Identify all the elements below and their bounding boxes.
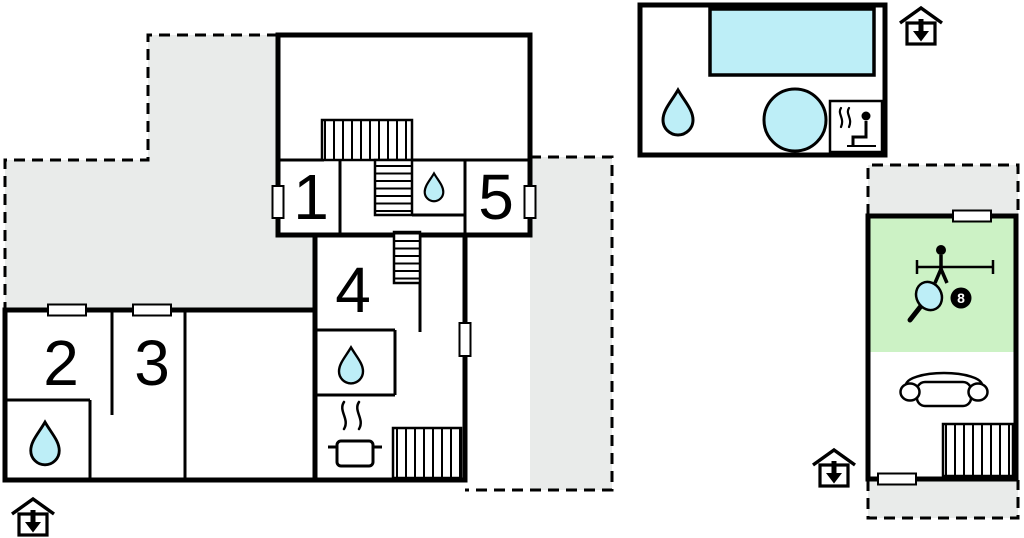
eight-ball-icon: 8 xyxy=(950,287,972,309)
paddle-handle xyxy=(907,303,924,323)
entrance-icon-main-house xyxy=(10,497,56,537)
terraces xyxy=(3,33,1020,520)
window-games-bottom xyxy=(877,472,917,486)
window-room1 xyxy=(271,185,285,219)
sofa-arm-right xyxy=(967,382,989,402)
foosball-icon xyxy=(915,245,995,284)
windows-main-house xyxy=(47,185,537,357)
window-room3 xyxy=(132,303,172,317)
steam-line xyxy=(341,400,347,431)
terrace-right xyxy=(530,157,612,490)
window-games-top xyxy=(952,209,992,223)
window-room5 xyxy=(523,185,537,219)
room-1-label: 1 xyxy=(293,161,329,233)
table-tennis-paddle-icon xyxy=(907,280,944,323)
room-5-label: 5 xyxy=(478,161,514,233)
terrace-games-top xyxy=(868,165,1018,218)
foosball-player-head xyxy=(936,245,946,255)
eight-ball xyxy=(950,287,972,309)
hot-tub xyxy=(762,87,828,153)
sauna-steam-line xyxy=(846,106,852,129)
staircase-games xyxy=(941,422,1015,478)
sauna-icon xyxy=(838,106,876,147)
steam-line xyxy=(356,400,362,431)
sauna-person-head xyxy=(861,111,871,121)
games-house: 8 xyxy=(865,209,1019,486)
swimming-pool xyxy=(708,7,876,77)
interior-walls xyxy=(7,158,528,478)
terrace-main xyxy=(5,35,315,310)
room-4-label: 4 xyxy=(335,254,371,326)
sofa-arm-left xyxy=(899,382,921,402)
pool-house xyxy=(637,2,888,158)
room-2-label: 2 xyxy=(43,327,79,399)
window-room4 xyxy=(458,322,472,357)
paddle-face xyxy=(914,280,944,312)
staircase-kitchen xyxy=(391,426,463,480)
sofa-seat xyxy=(915,380,973,408)
games-room-floor xyxy=(870,218,1014,352)
entrance-icon-games-house xyxy=(811,448,857,488)
pot xyxy=(335,439,375,468)
terrace-right-dashed-border xyxy=(465,155,614,492)
staircase-mid xyxy=(392,230,422,285)
foosball-player-leg xyxy=(933,268,943,284)
staircase-upper xyxy=(320,118,414,162)
sauna-steam-line xyxy=(838,106,844,129)
terrace-games-bottom-dashed-border xyxy=(866,480,1020,520)
sauna-room xyxy=(828,99,884,154)
sauna-person-body xyxy=(851,121,868,146)
terrace-games-top-dashed-border xyxy=(866,163,1020,215)
sofa-icon xyxy=(899,371,989,408)
foosball-player-leg xyxy=(939,268,949,284)
room-3-label: 3 xyxy=(134,327,170,399)
staircase-upper-turn xyxy=(373,158,414,217)
eight-ball-label: 8 xyxy=(957,290,965,306)
window-room2 xyxy=(47,303,87,317)
stove-icon xyxy=(328,400,382,468)
entrance-icon-pool-house xyxy=(898,6,944,46)
main-house: 1 5 4 2 3 xyxy=(2,32,537,483)
terrace-main-dashed-border xyxy=(3,33,278,310)
